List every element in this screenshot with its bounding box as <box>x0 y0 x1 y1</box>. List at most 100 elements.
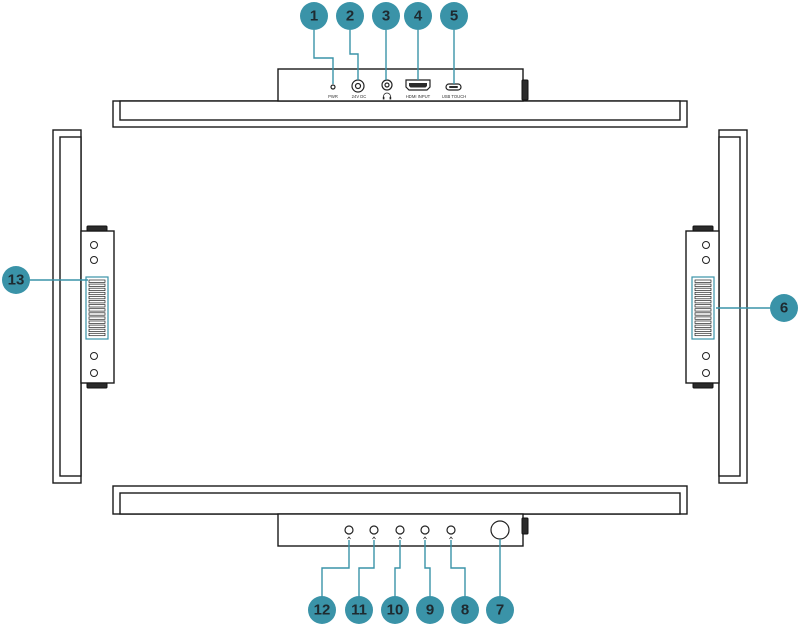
button-10 <box>395 525 405 535</box>
usb-touch-port-inner <box>449 86 458 88</box>
power-button <box>490 520 510 540</box>
screw-icon <box>90 352 98 360</box>
button-8 <box>446 525 456 535</box>
top-port-box-cap <box>521 79 529 101</box>
callout-2: 2 <box>336 2 364 30</box>
callout-lines <box>30 30 770 597</box>
vent-slot <box>694 291 712 296</box>
callout-6-number: 6 <box>780 300 788 317</box>
callout-12: 12 <box>308 596 336 624</box>
button-mark-11 <box>372 536 376 540</box>
callout-1: 1 <box>300 2 328 30</box>
left-screws <box>90 241 98 377</box>
vent-slot <box>88 304 106 308</box>
vent-slot <box>88 316 106 320</box>
left-vent-grille <box>85 276 109 340</box>
screw-icon <box>702 256 710 264</box>
callout-5-number: 5 <box>450 8 458 25</box>
callout-11-number: 11 <box>351 602 367 619</box>
vent-slot <box>88 296 106 300</box>
vent-slot <box>88 320 106 324</box>
left-panel-inner <box>59 136 82 477</box>
top-view: PWR 24V DC HDMI INPUT USB TOUCH <box>112 68 688 128</box>
vent-slot <box>694 283 712 287</box>
vent-slot <box>694 320 712 324</box>
leader-1 <box>313 30 334 84</box>
callout-13-number: 13 <box>8 272 25 289</box>
right-panel-inner <box>718 136 741 477</box>
vent-slot <box>88 291 106 296</box>
vent-slot <box>694 304 712 308</box>
right-screws <box>702 241 710 377</box>
leader-9 <box>424 540 431 597</box>
vent-slot <box>694 316 712 320</box>
menu-buttons <box>344 525 456 540</box>
callout-10-number: 10 <box>387 602 404 619</box>
button-11 <box>369 525 379 535</box>
pwr-label: PWR <box>328 94 338 99</box>
leader-2 <box>349 30 359 80</box>
usb-label: USB TOUCH <box>442 94 467 99</box>
callout-1-number: 1 <box>310 8 318 25</box>
button-mark-8 <box>449 536 453 540</box>
vent-slot <box>88 287 106 291</box>
callout-2-number: 2 <box>346 8 354 25</box>
leader-8 <box>450 540 466 597</box>
hdmi-port-inner <box>409 83 427 88</box>
right-bracket-cap-bottom <box>692 382 714 389</box>
button-mark-12 <box>347 536 351 540</box>
power-led <box>330 84 336 90</box>
right-vent-grille <box>691 276 715 340</box>
callout-12-number: 12 <box>314 602 331 619</box>
vent-slot <box>694 296 712 300</box>
vent-slot <box>694 312 712 316</box>
left-bracket-cap-top <box>86 225 108 232</box>
callout-6: 6 <box>770 294 798 322</box>
callout-4-number: 4 <box>414 8 423 25</box>
screw-icon <box>702 241 710 249</box>
vent-slot <box>88 332 106 337</box>
screw-icon <box>702 369 710 377</box>
vent-slot <box>694 324 712 328</box>
left-view <box>52 129 115 484</box>
button-9 <box>420 525 430 535</box>
leader-11 <box>358 540 375 597</box>
screw-icon <box>90 241 98 249</box>
top-panel-inner <box>119 100 681 121</box>
vent-slot <box>88 308 106 312</box>
vent-slot <box>694 287 712 291</box>
leader-12 <box>321 540 350 597</box>
callout-9: 9 <box>416 596 444 624</box>
left-bracket-cap-bottom <box>86 382 108 389</box>
bottom-button-box-cap <box>521 517 529 535</box>
callout-8: 8 <box>451 596 479 624</box>
screw-icon <box>90 369 98 377</box>
callout-8-number: 8 <box>461 602 469 619</box>
vent-slot <box>88 328 106 332</box>
callout-13: 13 <box>2 266 30 294</box>
callout-3: 3 <box>372 2 400 30</box>
vent-slot <box>88 279 106 283</box>
vent-slot <box>694 328 712 332</box>
screw-icon <box>702 352 710 360</box>
callout-7-number: 7 <box>496 602 504 619</box>
vent-slot <box>694 279 712 283</box>
callout-7: 7 <box>486 596 514 624</box>
callout-3-number: 3 <box>382 8 390 25</box>
audio-jack-center <box>384 82 390 88</box>
callout-5: 5 <box>440 2 468 30</box>
vent-slot <box>88 324 106 328</box>
right-bracket-cap-top <box>692 225 714 232</box>
callout-11: 11 <box>345 596 373 624</box>
vent-slot <box>694 308 712 312</box>
button-mark-10 <box>398 536 402 540</box>
screw-icon <box>90 256 98 264</box>
leader-10 <box>394 540 401 597</box>
dc-jack-center <box>354 82 362 90</box>
button-12 <box>344 525 354 535</box>
callout-9-number: 9 <box>426 602 434 619</box>
headphone-icon <box>382 92 392 100</box>
callout-10: 10 <box>381 596 409 624</box>
bottom-view <box>112 485 688 547</box>
